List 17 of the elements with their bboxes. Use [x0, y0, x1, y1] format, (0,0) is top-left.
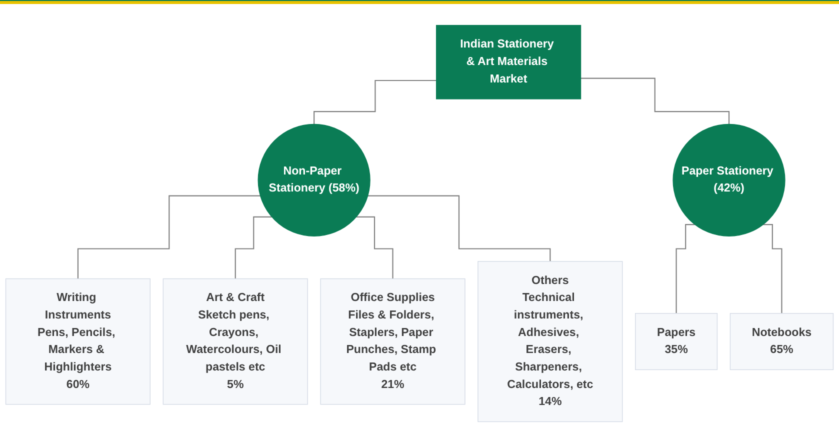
connector [368, 195, 551, 262]
connector [234, 216, 272, 280]
connector [763, 224, 782, 314]
connector [314, 80, 436, 125]
node-box: Notebooks 65% [730, 313, 834, 370]
connector [676, 224, 695, 314]
node-box: Indian Stationery & Art Materials Market [436, 24, 582, 100]
connector [356, 216, 394, 280]
connector [580, 78, 730, 125]
node-box: Others Technical instruments, Adhesives, Erasers, Sharpeners, Calculators, etc 14% [478, 261, 623, 422]
node-box: Writing Instruments Pens, Pencils, Markers & Highlighters 60% [5, 278, 151, 405]
node-box: Office Supplies Files & Folders, Staplers, Paper Punches, Stamp Pads etc 21% [320, 278, 466, 405]
connector [77, 195, 260, 280]
node-box: Art & Craft Sketch pens, Crayons, Watercolours, Oil pastels etc 5% [162, 278, 308, 405]
node-circle: Non-Paper Stationery (58%) [258, 124, 370, 236]
node-circle: Paper Stationery (42%) [672, 124, 786, 236]
node-box: Papers 35% [635, 313, 718, 370]
